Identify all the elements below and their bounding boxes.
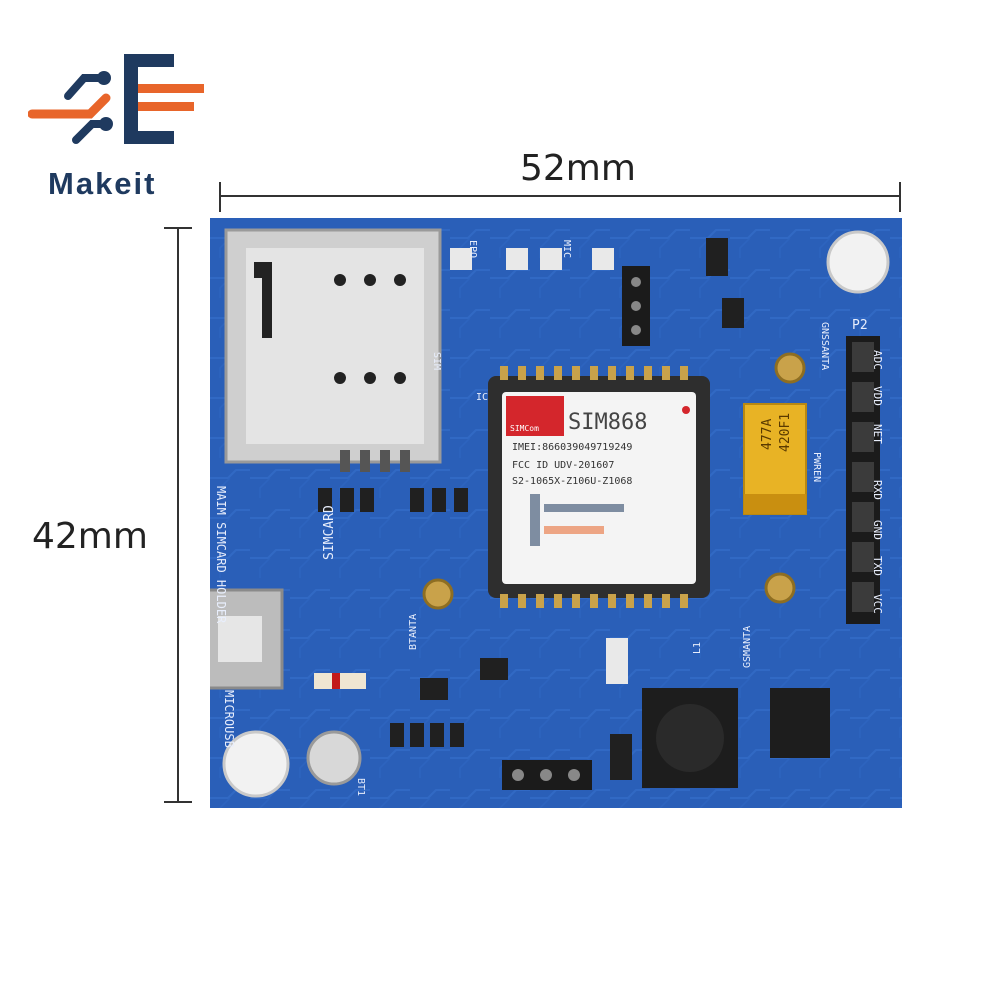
silk-simcard: SIMCARD	[322, 505, 337, 560]
sim868-module	[488, 366, 710, 608]
module-fcc: FCC ID UDV-201607	[512, 460, 615, 471]
makeit-logo-icon	[28, 54, 204, 144]
brand-name: Makeit	[48, 166, 157, 201]
silk-microusb: MICROUSB	[222, 690, 236, 748]
silk-gnssanta: GNSSANTA	[819, 322, 830, 371]
silk-pin-vdd: VDD	[871, 386, 884, 406]
capacitor-value: 477A	[760, 418, 775, 450]
silk-btanta: BTANTA	[408, 613, 419, 650]
silk-gsmanta: GSMANTA	[742, 625, 753, 668]
silk-pin-vcc: VCC	[871, 594, 884, 614]
width-dimension-label: 52mm	[520, 148, 636, 189]
height-dimension-label: 42mm	[32, 516, 148, 557]
silk-p2: P2	[852, 318, 868, 333]
module-imei: IMEI:866039049719249	[512, 442, 633, 453]
module-part-number: S2-1065X-Z106U-Z1068	[512, 476, 633, 487]
silk-l1: L1	[692, 641, 703, 654]
pin-header	[846, 336, 880, 624]
silk-pin-adc: ADC	[871, 350, 884, 370]
watermark-logo-icon	[530, 494, 624, 546]
silk-pin-txd: TXD	[871, 556, 884, 576]
silk-pin-net: NET	[871, 424, 884, 444]
silk-bt1: BT1	[355, 778, 366, 797]
silk-pwren: PWREN	[811, 452, 822, 483]
module-model: SIM868	[568, 410, 648, 435]
silk-sim-holder: MAIM SIMCARD HOLDER	[214, 486, 228, 624]
silk-ic: IC	[476, 392, 489, 403]
silk-sim: SIM	[431, 352, 442, 371]
module-vendor-badge: SIMCom	[510, 424, 539, 433]
pcb-board	[210, 218, 902, 808]
silk-epo: EPO	[467, 240, 478, 259]
silk-mic: MIC	[561, 240, 572, 259]
capacitor-code: 420F1	[778, 412, 793, 452]
silk-pin-gnd: GND	[871, 520, 884, 540]
silk-pin-rxd: RXD	[871, 480, 884, 500]
